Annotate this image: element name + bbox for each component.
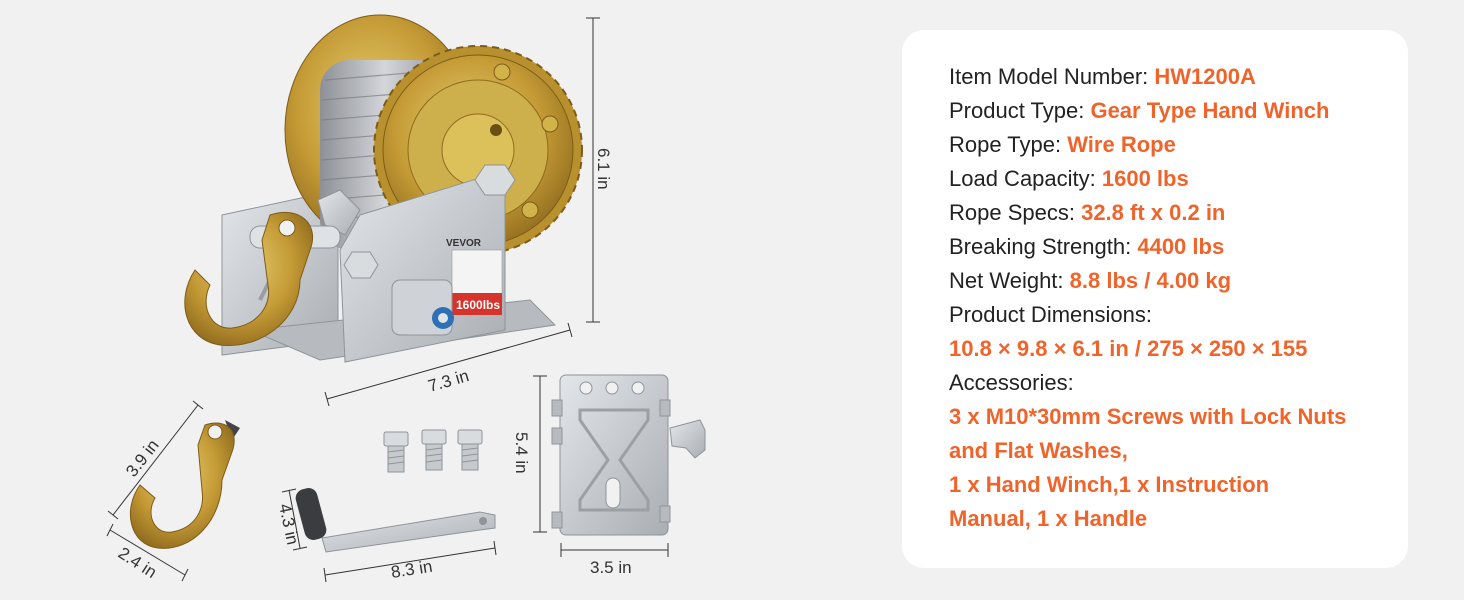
- crank-handle: [295, 488, 496, 553]
- winch-height-label: 6.1 in: [594, 148, 613, 190]
- handle-length-dimension: [323, 540, 497, 583]
- spec-card: Item Model Number: HW1200A Product Type:…: [902, 30, 1408, 568]
- spec-accessories-line: 3 x M10*30mm Screws with Lock Nuts: [949, 404, 1347, 429]
- spec-net-weight: Net Weight: 8.8 lbs / 4.00 kg: [949, 268, 1232, 293]
- spec-rope-type: Rope Type: Wire Rope: [949, 132, 1176, 157]
- hook-height-dimension: [107, 400, 204, 520]
- screws: [383, 429, 483, 473]
- spec-dimensions-label: Product Dimensions:: [949, 302, 1152, 327]
- winch-length-label: 7.3 in: [426, 366, 471, 396]
- winch: 1600lbs VEVOR: [184, 14, 583, 363]
- handle-length-label: 8.3 in: [390, 557, 434, 582]
- winch-length-dimension: [324, 322, 573, 407]
- plate-width-dimension: [560, 543, 669, 557]
- winch-height-dimension: [586, 17, 600, 323]
- spec-breaking-strength: Breaking Strength: 4400 lbs: [949, 234, 1225, 259]
- spare-hook: [129, 420, 240, 549]
- hook-width-label: 2.4 in: [115, 543, 160, 582]
- hook-width-dimension: [106, 523, 189, 582]
- plate-height-label: 5.4 in: [512, 432, 531, 474]
- spec-load-capacity: Load Capacity: 1600 lbs: [949, 166, 1189, 191]
- spec-accessories-line: and Flat Washes,: [949, 438, 1128, 463]
- plate-width-label: 3.5 in: [590, 558, 632, 577]
- spec-accessories-line: Manual, 1 x Handle: [949, 506, 1148, 531]
- plate-height-dimension: [533, 375, 547, 533]
- spec-dimensions-value: 10.8 × 9.8 × 6.1 in / 275 × 250 × 155: [949, 336, 1308, 361]
- spec-accessories-label: Accessories:: [949, 370, 1074, 395]
- spec-accessories-line: 1 x Hand Winch,1 x Instruction: [949, 472, 1270, 497]
- handle-height-dimension: [281, 488, 308, 551]
- spec-model-number: Item Model Number: HW1200A: [949, 64, 1256, 89]
- winch-hook: [184, 211, 314, 347]
- product-illustration: 1600lbs VEVOR 6.1 in 7.3 in: [106, 14, 706, 583]
- spec-rope-specs: Rope Specs: 32.8 ft x 0.2 in: [949, 200, 1226, 225]
- capacity-marking: 1600lbs: [456, 298, 500, 312]
- brand-logo: VEVOR: [446, 238, 482, 249]
- spec-product-type: Product Type: Gear Type Hand Winch: [949, 98, 1330, 123]
- mounting-plate: [551, 374, 706, 536]
